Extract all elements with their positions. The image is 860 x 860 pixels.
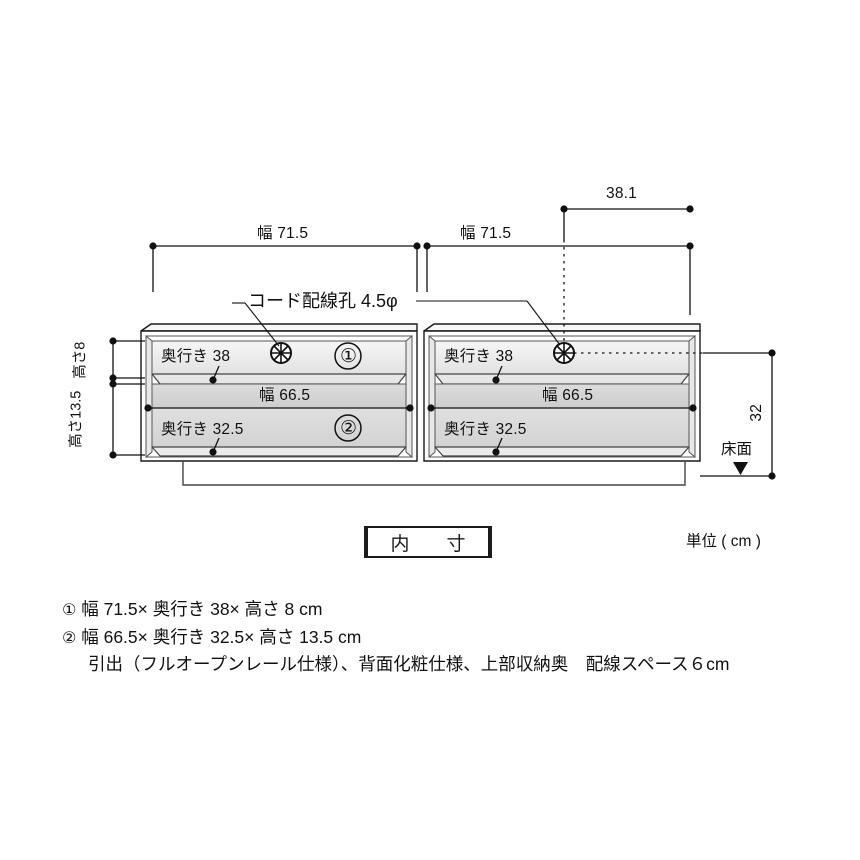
spec-index-2: ② <box>62 629 77 647</box>
cabinet-right <box>423 323 701 462</box>
dimension-width-right <box>423 242 694 315</box>
cord-hole-right-icon <box>553 342 575 364</box>
dimension-label-depth-upper-left: 奥行き 38 <box>161 348 231 365</box>
dimension-label-offset: 38.1 <box>606 185 637 202</box>
cabinet-left <box>140 323 418 462</box>
marker-two-circle <box>334 414 362 442</box>
dimension-label-depth-upper-right: 奥行き 38 <box>444 348 514 365</box>
cord-hole-leader-lines <box>232 300 561 347</box>
inner-dimension-title-box: 内 寸 <box>364 526 492 558</box>
spec-index-1: ① <box>62 602 77 619</box>
marker-two-label: ② <box>340 418 358 439</box>
dimension-inner-right <box>427 365 697 456</box>
spec-row-2: ② 幅 66.5× 奥行き 32.5× 高さ 13.5 cm <box>62 624 842 652</box>
dimension-label-depth-lower-left: 奥行き 32.5 <box>161 421 244 438</box>
dimension-label-height-upper: 高さ8 <box>72 341 89 379</box>
dimension-label-depth-lower-right: 奥行き 32.5 <box>444 421 527 438</box>
callout-cord-hole-label: コード配線孔 4.5φ <box>248 291 398 311</box>
dimension-label-height-lower: 高さ13.5 <box>68 390 85 448</box>
spec-text-2: 幅 66.5× 奥行き 32.5× 高さ 13.5 cm <box>81 626 362 647</box>
spec-note-row: 引出（フルオープンレール仕様）、背面化粧仕様、上部収納奥 配線スペース６cm <box>62 651 842 679</box>
dimension-label-total-height: 32 <box>748 403 766 422</box>
dimension-label-inner-width-left: 幅 66.5 <box>259 387 311 404</box>
spec-row-1: ① 幅 71.5× 奥行き 38× 高さ 8 cm <box>62 596 842 624</box>
cord-hole-left-icon <box>270 342 292 364</box>
dimension-heights-left <box>109 337 145 459</box>
spec-note-text: 引出（フルオープンレール仕様）、背面化粧仕様、上部収納奥 配線スペース６cm <box>88 654 730 675</box>
dimension-inner-left <box>144 365 414 456</box>
dimension-offset-38-1 <box>560 205 694 343</box>
plinth-base <box>182 461 686 486</box>
dimension-total-height-right <box>574 349 776 480</box>
unit-note: 単位 ( cm ) <box>686 533 761 550</box>
floor-label: 床面 <box>721 441 753 458</box>
dimension-width-left <box>149 242 421 292</box>
dimension-label-inner-width-right: 幅 66.5 <box>542 387 594 404</box>
marker-one-label: ① <box>340 346 358 367</box>
dimension-label-width-left: 幅 71.5 <box>257 225 309 242</box>
dimension-label-width-right: 幅 71.5 <box>460 225 512 242</box>
specification-list: ① 幅 71.5× 奥行き 38× 高さ 8 cm ② 幅 66.5× 奥行き … <box>62 596 842 679</box>
inner-dimension-title-text: 内 寸 <box>390 533 475 555</box>
marker-one-circle <box>334 342 362 370</box>
spec-text-1: 幅 71.5× 奥行き 38× 高さ 8 cm <box>81 599 323 619</box>
